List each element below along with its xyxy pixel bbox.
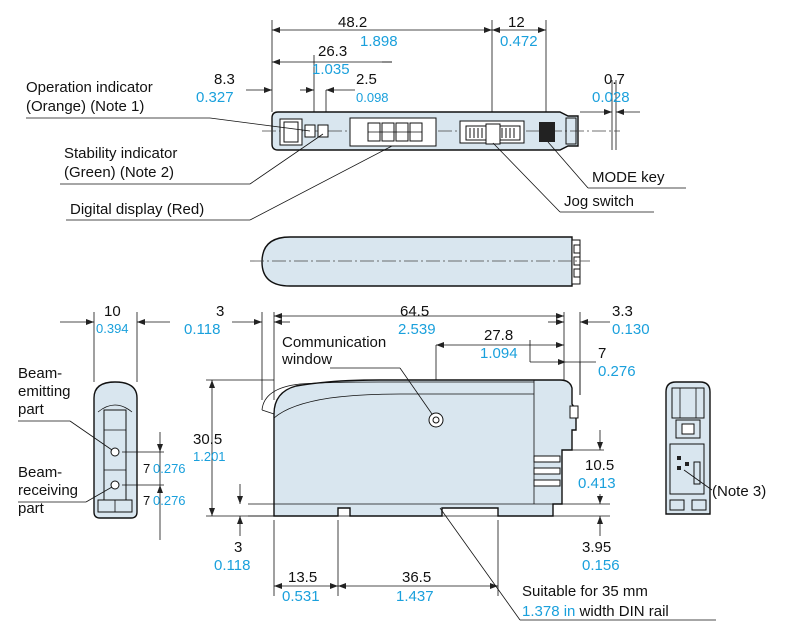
- dim-10-in: 0.394: [96, 321, 129, 336]
- top-view: [246, 20, 640, 151]
- dim-27-8-in: 1.094: [480, 345, 518, 362]
- dim-10-5-in: 0.413: [578, 475, 616, 492]
- dim-0-7-in: 0.028: [592, 89, 630, 106]
- label-din-rail-inch: 1.378 in: [522, 603, 575, 620]
- label-stability-indicator-note: (Green) (Note 2): [64, 164, 174, 181]
- dim-30-5-in: 1.201: [193, 449, 226, 464]
- label-jog-switch: Jog switch: [564, 193, 634, 210]
- dim-emit-7: 7: [143, 461, 150, 476]
- dim-12: 12: [508, 14, 525, 31]
- label-beam-receiving-3: part: [18, 500, 45, 517]
- dim-2-5-in: 0.098: [356, 90, 389, 105]
- label-note-3: (Note 3): [712, 483, 766, 500]
- label-operation-indicator-note: (Orange) (Note 1): [26, 98, 144, 115]
- dim-bottom-3: 3: [234, 539, 242, 556]
- dim-8-3: 8.3: [214, 71, 235, 88]
- dim-3-3-in: 0.130: [612, 321, 650, 338]
- dim-front-7: 7: [598, 345, 606, 362]
- label-din-rail-width: width DIN rail: [575, 603, 668, 620]
- left-end-view: [60, 312, 170, 540]
- dim-3-95: 3.95: [582, 539, 611, 556]
- dim-48-2-in: 1.898: [360, 33, 398, 50]
- dim-64-5-in: 2.539: [398, 321, 436, 338]
- dim-0-7: 0.7: [604, 71, 625, 88]
- label-communication-window-2: window: [281, 351, 332, 368]
- dim-13-5-in: 0.531: [282, 588, 320, 605]
- dim-48-2: 48.2: [338, 14, 367, 31]
- right-end-view: [665, 381, 713, 515]
- digital-display-digits: [367, 122, 423, 142]
- dim-recv-7-in: 0.276: [153, 493, 186, 508]
- label-mode-key: MODE key: [592, 169, 665, 186]
- dim-26-3-in: 1.035: [312, 61, 350, 78]
- dim-front-3: 3: [216, 303, 224, 320]
- dim-10-5: 10.5: [585, 457, 614, 474]
- dim-2-5: 2.5: [356, 71, 377, 88]
- side-view: [250, 236, 590, 287]
- dim-recv-7: 7: [143, 493, 150, 508]
- front-view: [206, 312, 716, 621]
- dim-30-5: 30.5: [193, 431, 222, 448]
- dim-10: 10: [104, 303, 121, 320]
- dim-3-95-in: 0.156: [582, 557, 620, 574]
- dim-26-3: 26.3: [318, 43, 347, 60]
- label-stability-indicator: Stability indicator: [64, 145, 177, 162]
- label-beam-emitting-2: emitting: [18, 383, 71, 400]
- dim-12-in: 0.472: [500, 33, 538, 50]
- label-din-rail-1: Suitable for 35 mm: [522, 583, 648, 600]
- dim-front-7-in: 0.276: [598, 363, 636, 380]
- dim-bottom-3-in: 0.118: [214, 557, 250, 574]
- dim-emit-7-in: 0.276: [153, 461, 186, 476]
- dim-64-5: 64.5: [400, 303, 429, 320]
- dim-3-3: 3.3: [612, 303, 633, 320]
- dim-36-5-in: 1.437: [396, 588, 434, 605]
- dim-36-5: 36.5: [402, 569, 431, 586]
- label-communication-window-1: Communication: [282, 334, 386, 351]
- dim-13-5: 13.5: [288, 569, 317, 586]
- label-beam-receiving-2: receiving: [18, 482, 78, 499]
- label-digital-display: Digital display (Red): [70, 201, 204, 218]
- label-beam-receiving-1: Beam-: [18, 464, 62, 481]
- label-beam-emitting-3: part: [18, 401, 45, 418]
- dim-27-8: 27.8: [484, 327, 513, 344]
- dim-front-3-in: 0.118: [184, 321, 220, 338]
- label-din-rail-2: 1.378 in width DIN rail: [522, 603, 669, 620]
- dim-8-3-in: 0.327: [196, 89, 234, 106]
- label-beam-emitting-1: Beam-: [18, 365, 62, 382]
- label-operation-indicator: Operation indicator: [26, 79, 153, 96]
